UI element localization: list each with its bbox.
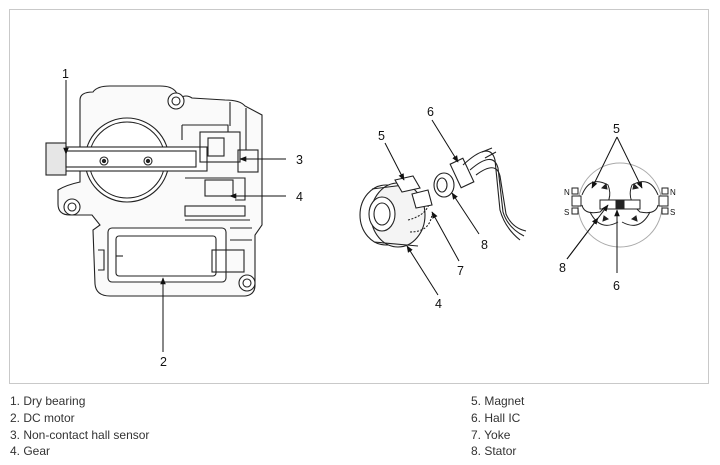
callout-mid-5: 5 bbox=[378, 129, 385, 143]
callout-left-1: 1 bbox=[62, 67, 69, 81]
legend-item-7: 7. Yoke bbox=[471, 427, 511, 442]
legend-item-8: 8. Stator bbox=[471, 444, 517, 459]
left-leaders bbox=[63, 80, 286, 352]
exploded-sensor-illustration bbox=[359, 147, 527, 248]
legend-item-2: 2. DC motor bbox=[10, 410, 75, 425]
callout-left-4: 4 bbox=[296, 190, 303, 204]
pole-s-left: S bbox=[564, 208, 569, 217]
callout-right-6: 6 bbox=[613, 279, 620, 293]
legend-item-4: 4. Gear bbox=[10, 444, 51, 459]
middle-leaders bbox=[384, 119, 480, 296]
diagram-canvas: 1 3 4 2 6 5 8 7 4 bbox=[45, 67, 676, 369]
callout-mid-7: 7 bbox=[457, 264, 464, 278]
callout-left-3: 3 bbox=[296, 153, 303, 167]
callout-right-5: 5 bbox=[613, 122, 620, 136]
magnetic-field-schematic bbox=[571, 162, 669, 248]
pole-n-right: N bbox=[670, 188, 676, 197]
legend-item-6: 6. Hall IC bbox=[471, 410, 521, 425]
legend-item-5: 5. Magnet bbox=[471, 394, 525, 408]
callout-mid-4: 4 bbox=[435, 297, 442, 311]
legend-left: 1. Dry bearing 2. DC motor 3. Non-contac… bbox=[10, 393, 149, 460]
callout-mid-6: 6 bbox=[427, 105, 434, 119]
callout-mid-8: 8 bbox=[481, 238, 488, 252]
legend-item-1: 1. Dry bearing bbox=[10, 394, 86, 408]
legend-item-3: 3. Non-contact hall sensor bbox=[10, 427, 150, 442]
throttle-body-illustration bbox=[45, 85, 263, 297]
pole-s-right: S bbox=[670, 208, 675, 217]
pole-n-left: N bbox=[564, 188, 570, 197]
right-leaders bbox=[566, 136, 643, 273]
callout-right-8: 8 bbox=[559, 261, 566, 275]
callout-left-2: 2 bbox=[160, 355, 167, 369]
legend-right: 5. Magnet 6. Hall IC 7. Yoke 8. Stator bbox=[471, 393, 524, 460]
